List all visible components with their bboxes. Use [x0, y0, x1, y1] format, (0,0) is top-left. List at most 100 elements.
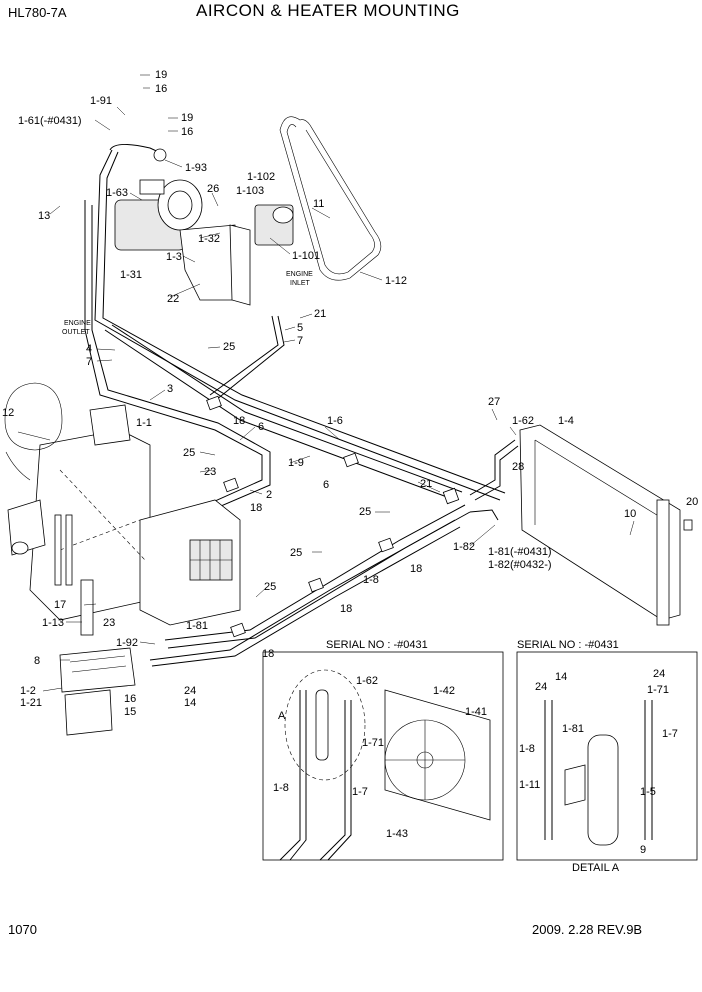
callout-25: 25	[223, 341, 235, 353]
callout-1-63: 1-63	[106, 187, 128, 199]
callout-18: 18	[262, 648, 274, 660]
callout-16: 16	[124, 693, 136, 705]
detail-bubble-12	[4, 382, 63, 481]
callout-1-81: 1-81	[562, 723, 584, 735]
callout-labels: 19 16 1-91 1-61(-#0431) 19 16 1-93 1-63 …	[2, 69, 698, 856]
callout-12: 12	[2, 407, 14, 419]
callout-1-6: 1-6	[327, 415, 343, 427]
callout-26: 26	[207, 183, 219, 195]
callout-1-92: 1-92	[116, 637, 138, 649]
serial-note-right: SERIAL NO : -#0431	[517, 639, 619, 651]
callout-9: 9	[640, 844, 646, 856]
callout-21: 21	[314, 308, 326, 320]
callout-8: 8	[34, 655, 40, 667]
callout-20: 20	[686, 496, 698, 508]
callout-1-12: 1-12	[385, 275, 407, 287]
callout-14: 14	[184, 697, 196, 709]
callout-1-82-post0432: 1-82(#0432-)	[488, 559, 552, 571]
callout-18: 18	[410, 563, 422, 575]
heater-unit	[7, 404, 241, 626]
callout-1-2: 1-2	[20, 685, 36, 697]
callout-27: 27	[488, 396, 500, 408]
callout-18: 18	[250, 502, 262, 514]
callout-6: 6	[258, 421, 264, 433]
callout-19: 19	[181, 112, 193, 124]
callout-1-43: 1-43	[386, 828, 408, 840]
callout-1-5: 1-5	[640, 786, 656, 798]
callout-4: 4	[86, 343, 92, 355]
callout-1-9: 1-9	[288, 457, 304, 469]
model-number: HL780-7A	[8, 5, 67, 20]
callout-1-8: 1-8	[363, 574, 379, 586]
callout-1-1: 1-1	[136, 417, 152, 429]
leader-lines	[42, 74, 635, 692]
callout-1-101: 1-101	[292, 250, 320, 262]
engine-outlet-line2: OUTLET	[62, 329, 90, 336]
callout-1-31: 1-31	[120, 269, 142, 281]
callout-1-91: 1-91	[90, 95, 112, 107]
callout-15: 15	[124, 706, 136, 718]
condenser	[519, 424, 693, 626]
callout-23: 23	[103, 617, 115, 629]
callout-3: 3	[167, 383, 173, 395]
detail-a-caption: DETAIL A	[572, 862, 620, 874]
callout-17: 17	[54, 599, 66, 611]
engine-inlet-line1: ENGINE	[286, 271, 313, 278]
callout-28: 28	[512, 461, 524, 473]
callout-1-71: 1-71	[362, 737, 384, 749]
callout-21: 21	[420, 478, 432, 490]
callout-7: 7	[297, 335, 303, 347]
callout-24: 24	[184, 685, 196, 697]
callout-1-62: 1-62	[356, 675, 378, 687]
callout-1-11: 1-11	[519, 779, 540, 791]
callout-1-41: 1-41	[465, 706, 487, 718]
callout-1-4: 1-4	[558, 415, 574, 427]
engine-outlet-line1: ENGINE	[64, 320, 91, 327]
callout-2: 2	[266, 489, 272, 501]
callout-1-61: 1-61(-#0431)	[18, 115, 82, 127]
callout-6: 6	[323, 479, 329, 491]
callout-1-81-pre0431: 1-81(-#0431)	[488, 546, 552, 558]
callout-14: 14	[555, 671, 567, 683]
callout-1-42: 1-42	[433, 685, 455, 697]
callout-19: 19	[155, 69, 167, 81]
callout-1-8: 1-8	[273, 782, 289, 794]
callout-24: 24	[535, 681, 547, 693]
callout-13: 13	[38, 210, 50, 222]
inset-serial-right: SERIAL NO : -#0431 DETAIL A	[516, 639, 698, 874]
callout-18: 18	[340, 603, 352, 615]
callout-1-71: 1-71	[647, 684, 669, 696]
callout-1-8: 1-8	[519, 743, 535, 755]
control-panel	[59, 579, 136, 736]
callout-1-7: 1-7	[662, 728, 678, 740]
page-title: AIRCON & HEATER MOUNTING	[196, 1, 460, 20]
pipe-clamps	[206, 395, 460, 638]
detail-marker: A	[278, 710, 286, 722]
callout-25: 25	[183, 447, 195, 459]
callout-5: 5	[297, 322, 303, 334]
callout-1-81: 1-81	[186, 620, 208, 632]
callout-25: 25	[290, 547, 302, 559]
drive-belt	[254, 116, 382, 281]
compressor-assembly	[109, 144, 251, 306]
callout-22: 22	[167, 293, 179, 305]
callout-25: 25	[264, 581, 276, 593]
callout-1-32: 1-32	[198, 233, 220, 245]
callout-25: 25	[359, 506, 371, 518]
callout-18: 18	[233, 415, 245, 427]
callout-11: 11	[313, 198, 324, 210]
pipe-runs	[84, 149, 519, 667]
callout-1-62: 1-62	[512, 415, 534, 427]
callout-24: 24	[653, 668, 665, 680]
revision-date: 2009. 2.28 REV.9B	[532, 922, 642, 937]
callout-1-7: 1-7	[352, 786, 368, 798]
callout-10: 10	[624, 508, 636, 520]
callout-1-82: 1-82	[453, 541, 475, 553]
callout-1-3: 1-3	[166, 251, 182, 263]
callout-16: 16	[181, 126, 193, 138]
callout-1-102: 1-102	[247, 171, 275, 183]
callout-16: 16	[155, 83, 167, 95]
callout-1-21: 1-21	[20, 697, 42, 709]
engine-inlet-line2: INLET	[290, 280, 311, 287]
